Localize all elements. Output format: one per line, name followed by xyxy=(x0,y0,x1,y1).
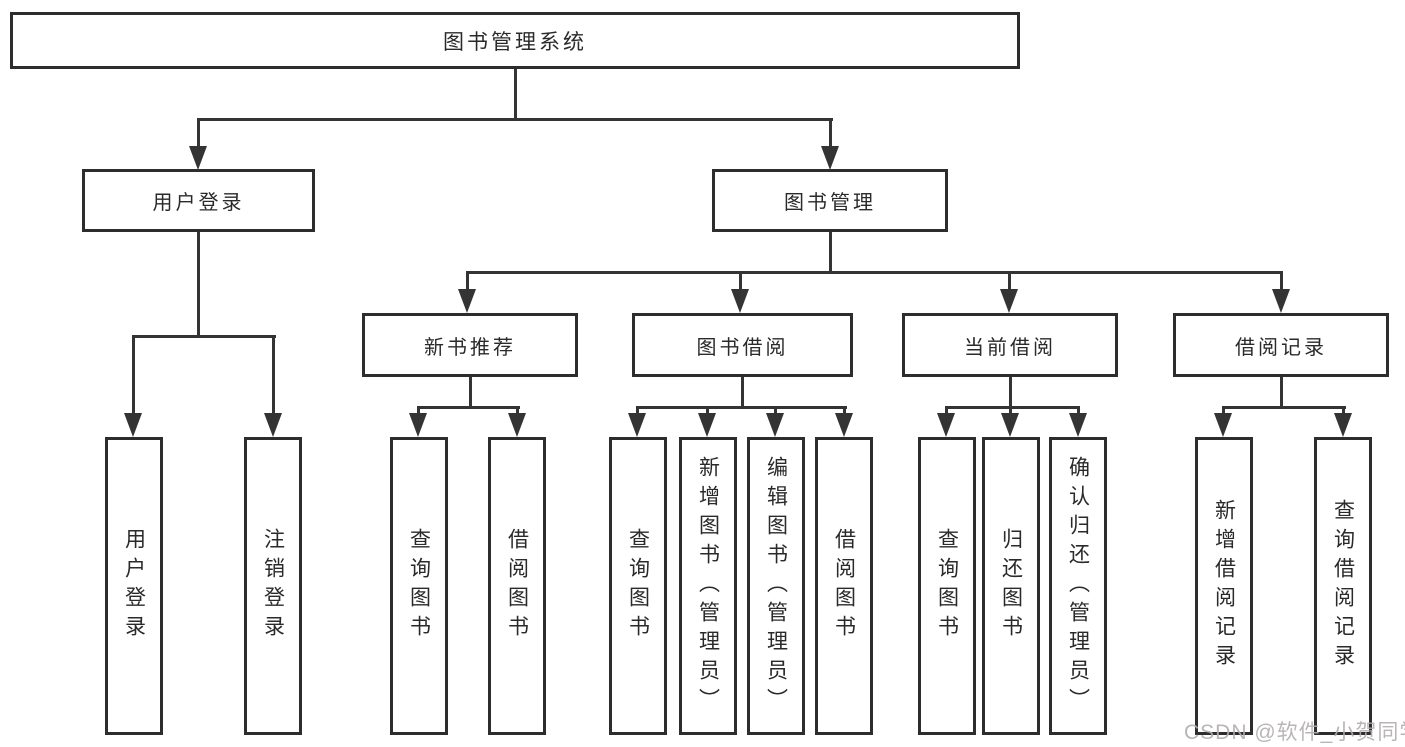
arrow-down-icon xyxy=(835,413,853,437)
connector-line xyxy=(945,406,948,416)
connector-line xyxy=(706,406,709,416)
connector-line xyxy=(843,406,846,416)
connector-line xyxy=(945,406,1080,409)
arrow-down-icon xyxy=(1069,413,1087,437)
leaf-add-borrow-record: 新增借阅记录 xyxy=(1195,437,1253,735)
node-borrow-records-label: 借阅记录 xyxy=(1235,336,1327,359)
node-book-management: 图书管理 xyxy=(712,169,948,232)
node-borrow-records: 借阅记录 xyxy=(1173,313,1389,377)
leaf-confirm-return-admin: 确认归还（管理员） xyxy=(1049,437,1107,735)
connector-line xyxy=(197,232,200,338)
connector-line xyxy=(417,406,420,416)
node-new-book-recommend: 新书推荐 xyxy=(362,313,578,377)
arrow-down-icon xyxy=(508,413,526,437)
connector-line xyxy=(1280,271,1283,291)
arrow-down-icon xyxy=(1214,413,1232,437)
leaf-label: 借阅图书 xyxy=(832,528,856,644)
leaf-label: 编辑图书（管理员） xyxy=(764,455,788,717)
leaf-label: 新增图书（管理员） xyxy=(696,455,720,717)
leaf-user-login-label: 用户登录 xyxy=(122,528,146,644)
connector-line xyxy=(514,68,517,121)
connector-line xyxy=(774,406,777,416)
node-current-borrow: 当前借阅 xyxy=(902,313,1118,377)
connector-line xyxy=(741,377,744,409)
connector-line xyxy=(1222,406,1225,416)
connector-line xyxy=(1009,406,1012,416)
connector-line xyxy=(466,271,469,291)
connector-line xyxy=(1009,377,1012,409)
leaf-borrow-books: 借阅图书 xyxy=(815,437,873,735)
leaf-label: 新增借阅记录 xyxy=(1212,499,1236,673)
connector-line xyxy=(636,406,639,416)
connector-line xyxy=(469,377,472,409)
node-book-management-label: 图书管理 xyxy=(784,192,876,214)
connector-line xyxy=(829,232,832,274)
leaf-query-books-current: 查询图书 xyxy=(918,437,976,735)
node-book-borrow: 图书借阅 xyxy=(632,313,853,377)
leaf-query-books-recommend: 查询图书 xyxy=(390,437,448,735)
connector-line xyxy=(1342,406,1345,416)
leaf-query-borrow-record: 查询借阅记录 xyxy=(1314,437,1372,735)
arrow-down-icon xyxy=(628,413,646,437)
arrow-down-icon xyxy=(264,413,282,437)
leaf-label: 借阅图书 xyxy=(505,528,529,644)
leaf-user-login: 用户登录 xyxy=(105,437,163,735)
leaf-label: 确认归还（管理员） xyxy=(1066,455,1090,717)
node-root: 图书管理系统 xyxy=(10,12,1020,69)
arrow-down-icon xyxy=(698,413,716,437)
connector-line xyxy=(1222,406,1346,409)
node-user-login-label: 用户登录 xyxy=(152,192,245,214)
connector-line xyxy=(829,118,832,150)
leaf-add-books-admin: 新增图书（管理员） xyxy=(679,437,737,735)
arrow-down-icon xyxy=(766,413,784,437)
leaf-label: 查询图书 xyxy=(407,528,431,644)
leaf-borrow-books-recommend: 借阅图书 xyxy=(488,437,546,735)
csdn-watermark: CSDN @软件_小贺同学 xyxy=(1184,721,1405,744)
node-user-login: 用户登录 xyxy=(82,169,315,232)
leaf-query-books-borrow: 查询图书 xyxy=(609,437,667,735)
connector-line xyxy=(417,406,520,409)
connector-line xyxy=(466,271,1283,274)
arrow-down-icon xyxy=(731,289,749,313)
arrow-down-icon xyxy=(821,146,839,170)
connector-line xyxy=(132,335,135,417)
leaf-logout: 注销登录 xyxy=(244,437,302,735)
connector-line xyxy=(1008,271,1011,291)
node-book-borrow-label: 图书借阅 xyxy=(696,336,789,359)
arrow-down-icon xyxy=(937,413,955,437)
arrow-down-icon xyxy=(1272,289,1290,313)
connector-line xyxy=(197,118,200,150)
arrow-down-icon xyxy=(1000,289,1018,313)
arrow-down-icon xyxy=(1001,413,1019,437)
arrow-down-icon xyxy=(124,413,142,437)
leaf-label: 查询图书 xyxy=(626,528,650,644)
connector-line xyxy=(516,406,519,416)
node-new-book-recommend-label: 新书推荐 xyxy=(424,336,516,359)
leaf-edit-books-admin: 编辑图书（管理员） xyxy=(747,437,805,735)
leaf-label: 查询图书 xyxy=(935,528,959,644)
arrow-down-icon xyxy=(1334,413,1352,437)
leaf-logout-label: 注销登录 xyxy=(261,528,285,644)
leaf-label: 归还图书 xyxy=(999,528,1023,644)
leaf-label: 查询借阅记录 xyxy=(1331,499,1355,673)
node-current-borrow-label: 当前借阅 xyxy=(964,336,1056,359)
connector-line xyxy=(272,335,275,417)
connector-line xyxy=(132,335,276,338)
node-root-label: 图书管理系统 xyxy=(443,30,587,54)
leaf-return-books: 归还图书 xyxy=(982,437,1040,735)
connector-line xyxy=(197,118,833,121)
arrow-down-icon xyxy=(409,413,427,437)
connector-line xyxy=(1077,406,1080,416)
arrow-down-icon xyxy=(458,289,476,313)
connector-line xyxy=(636,406,847,409)
arrow-down-icon xyxy=(189,146,207,170)
connector-line xyxy=(739,271,742,291)
connector-line xyxy=(1280,377,1283,409)
